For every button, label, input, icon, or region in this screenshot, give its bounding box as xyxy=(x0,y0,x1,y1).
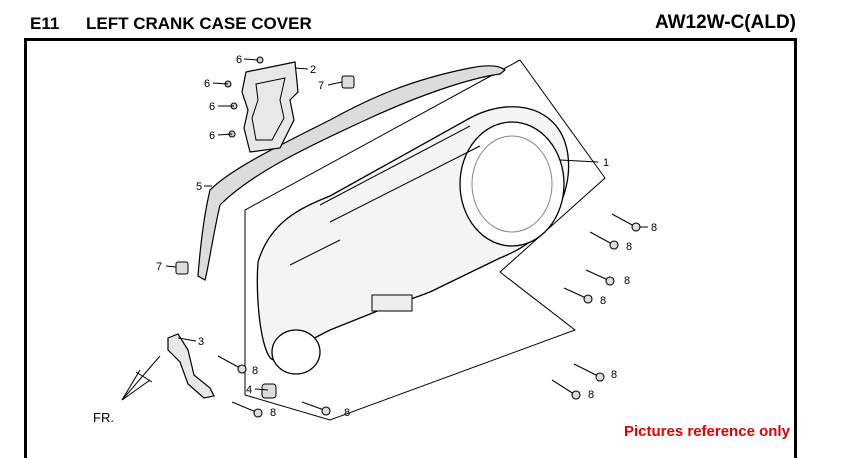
callout-8-b: 8 xyxy=(626,241,632,253)
callout-8-i: 8 xyxy=(344,407,350,419)
callout-8-a: 8 xyxy=(651,222,657,234)
page-title: LEFT CRANK CASE COVER xyxy=(86,14,312,33)
callout-8-e: 8 xyxy=(611,369,617,381)
exploded-parts-diagram: 1 2 3 4 5 6 6 6 6 7 7 8 8 8 8 8 8 8 8 8 … xyxy=(93,54,657,425)
clip-part-4 xyxy=(261,383,277,399)
gasket-part-5 xyxy=(197,65,506,281)
callout-7-a: 7 xyxy=(318,80,324,92)
assembly-outline xyxy=(244,59,606,421)
callout-8-g: 8 xyxy=(252,365,258,377)
dowel-pin-part-7-left xyxy=(175,261,189,275)
callout-5: 5 xyxy=(196,181,202,193)
cover-plate-part-2 xyxy=(241,61,299,153)
callout-8-h: 8 xyxy=(270,407,276,419)
callout-8-c: 8 xyxy=(624,275,630,287)
callout-8-f: 8 xyxy=(588,389,594,401)
callout-6-b: 6 xyxy=(204,78,210,90)
callout-6-a: 6 xyxy=(236,54,242,66)
callout-6-d: 6 xyxy=(209,130,215,142)
bolt-part-8-group xyxy=(217,213,641,418)
leader-lines xyxy=(165,58,648,391)
front-direction-arrow xyxy=(121,355,161,401)
model-code: AW12W-C(ALD) xyxy=(654,12,796,33)
callout-4: 4 xyxy=(246,384,252,396)
callout-3: 3 xyxy=(198,336,204,348)
callout-1: 1 xyxy=(603,157,609,169)
dowel-pin-part-7-top xyxy=(341,75,355,89)
callout-2: 2 xyxy=(310,64,316,76)
bracket-part-3 xyxy=(167,333,215,399)
footer-note: Pictures reference only xyxy=(624,423,790,440)
front-direction-label: FR. xyxy=(93,410,114,425)
section-code: E11 xyxy=(30,14,60,33)
callout-6-c: 6 xyxy=(209,101,215,113)
diagram-frame xyxy=(24,38,797,458)
callout-7-b: 7 xyxy=(156,261,162,273)
callout-8-d: 8 xyxy=(600,295,606,307)
crank-case-cover-part-1 xyxy=(256,106,570,375)
